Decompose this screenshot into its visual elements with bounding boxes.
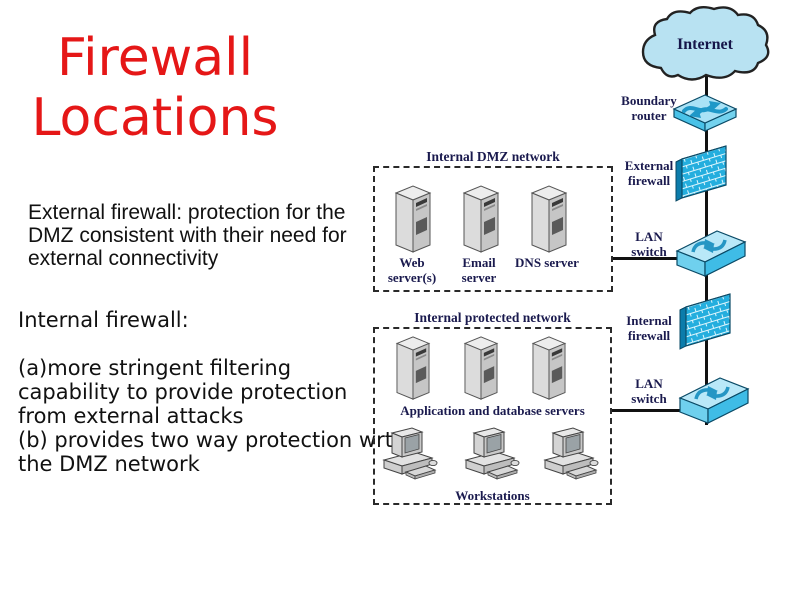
email-server-label: Email server: [461, 255, 497, 285]
workstation-icon: [380, 426, 440, 484]
internet-label: Internet: [677, 36, 733, 53]
email-server-icon: [459, 184, 503, 254]
lan-switch-upper-icon: [669, 227, 749, 279]
page-title-line2: Locations: [31, 88, 279, 148]
internal-firewall-point-b: (b) provides two way protection wrt the …: [18, 428, 393, 476]
dmz-network-title: Internal DMZ network: [426, 149, 560, 164]
internal-firewall-label: Internal firewall: [626, 313, 672, 343]
web-server-label: Web server(s): [387, 255, 437, 285]
app-db-servers-label: Application and database servers: [400, 403, 585, 418]
app-db-server-icon: [527, 335, 571, 401]
workstation-icon: [462, 426, 522, 484]
lan-switch-lower-icon: [672, 374, 752, 426]
internet-cloud-icon: [634, 4, 776, 86]
workstation-icon: [541, 426, 601, 484]
dns-server-label: DNS server: [515, 255, 579, 270]
page-title-line1: Firewall: [56, 28, 254, 88]
protected-to-switch-line: [610, 409, 692, 412]
external-firewall-label: External firewall: [624, 158, 674, 188]
lan-switch-lower-label: LAN switch: [631, 376, 667, 406]
dns-server-icon: [527, 184, 571, 254]
page-title: Firewall Locations: [10, 28, 300, 148]
lan-switch-upper-label: LAN switch: [631, 229, 667, 259]
protected-network-box: [373, 327, 612, 505]
internal-firewall-icon: [670, 290, 736, 352]
external-firewall-note: External firewall: protection for the DM…: [28, 201, 347, 270]
boundary-router-icon: [671, 92, 739, 142]
internal-firewall-point-a: (a)more stringent filtering capability t…: [18, 356, 348, 428]
internal-firewall-heading: Internal firewall:: [18, 308, 189, 332]
workstations-label: Workstations: [455, 488, 530, 503]
external-firewall-icon: [666, 142, 732, 204]
protected-network-title: Internal protected network: [414, 310, 571, 325]
app-db-server-icon: [459, 335, 503, 401]
dmz-to-switch-line: [612, 257, 694, 260]
dmz-network-box: [373, 166, 613, 292]
internal-firewall-notes: Internal firewall: (a)more stringent fil…: [18, 308, 396, 476]
boundary-router-label: Boundary router: [621, 93, 677, 123]
app-db-server-icon: [391, 335, 435, 401]
web-server-icon: [391, 184, 435, 254]
